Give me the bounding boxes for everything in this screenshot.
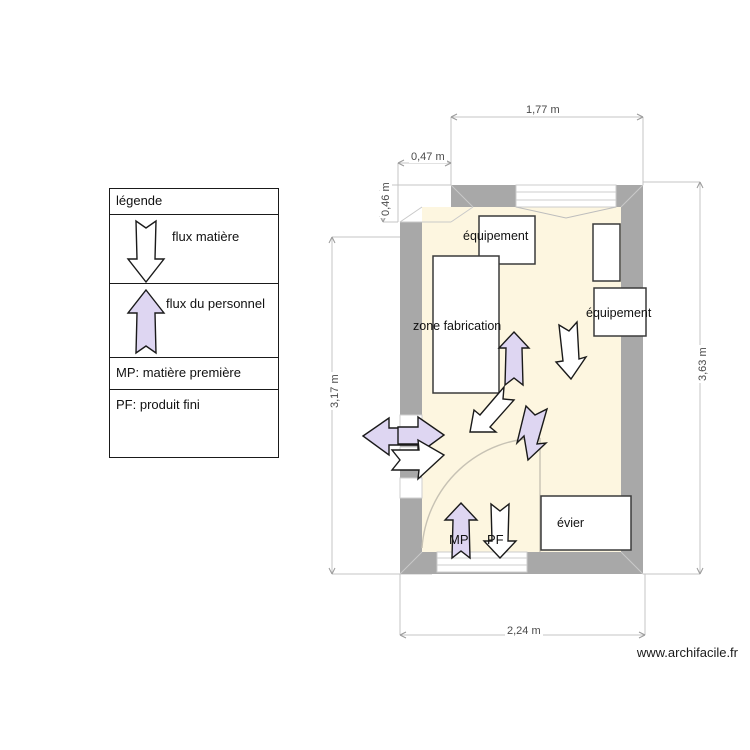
label-equipement-top: équipement	[463, 229, 529, 243]
dim-left-small: 0,46 m	[380, 180, 392, 218]
arrow-matiere-1[interactable]	[554, 320, 588, 381]
legend-label-flux-personnel: flux du personnel	[166, 296, 266, 311]
dim-bottom-main: 2,24 m	[505, 625, 543, 637]
label-equipement-right: équipement	[586, 306, 652, 320]
arrow-personnel-1[interactable]	[497, 330, 531, 387]
dim-top-main: 1,77 m	[524, 104, 562, 116]
label-evier: évier	[557, 516, 585, 530]
evier-box[interactable]	[540, 495, 632, 551]
equipement-right-box[interactable]	[593, 287, 647, 337]
legend-row-mp: MP: matière première	[110, 358, 278, 390]
wall-corner-lines	[399, 184, 644, 575]
door-swing-arc	[421, 437, 541, 549]
arrow-mp[interactable]	[443, 501, 479, 560]
legend-row-pf: PF: produit fini	[110, 390, 278, 458]
label-mp-tag: MP	[449, 532, 469, 547]
arrow-pf[interactable]	[482, 502, 518, 560]
window-bottom	[436, 551, 528, 573]
legend-row-flux-matiere: flux matière	[110, 215, 278, 284]
legend-panel: légende flux matière flux du personnel M…	[109, 188, 279, 458]
equipement-right-upper-box[interactable]	[592, 223, 621, 282]
zone-fabrication-box[interactable]	[432, 255, 500, 394]
furniture	[432, 215, 647, 551]
dim-top-inner: 0,47 m	[409, 151, 447, 163]
arrow-matiere-left-wall[interactable]	[390, 438, 446, 481]
watermark: www.archifacile.fr	[636, 645, 738, 660]
dim-left-main: 3,17 m	[329, 372, 341, 410]
arrow-personnel-2[interactable]	[515, 404, 549, 462]
legend-title-row: légende	[110, 189, 278, 215]
window-top	[515, 184, 617, 219]
legend-label-flux-matiere: flux matière	[172, 229, 240, 244]
legend-label-mp: MP: matière première	[116, 365, 241, 380]
down-arrow-icon	[126, 219, 166, 284]
dim-right-main: 3,63 m	[697, 345, 709, 383]
arrow-matiere-2[interactable]	[469, 384, 516, 433]
label-zone-fabrication: zone fabrication	[413, 319, 502, 333]
legend-label-pf: PF: produit fini	[116, 397, 200, 412]
legend-title: légende	[116, 193, 163, 208]
legend-row-flux-personnel: flux du personnel	[110, 284, 278, 358]
label-pf-tag: PF	[487, 532, 504, 547]
up-arrow-icon	[126, 288, 166, 355]
